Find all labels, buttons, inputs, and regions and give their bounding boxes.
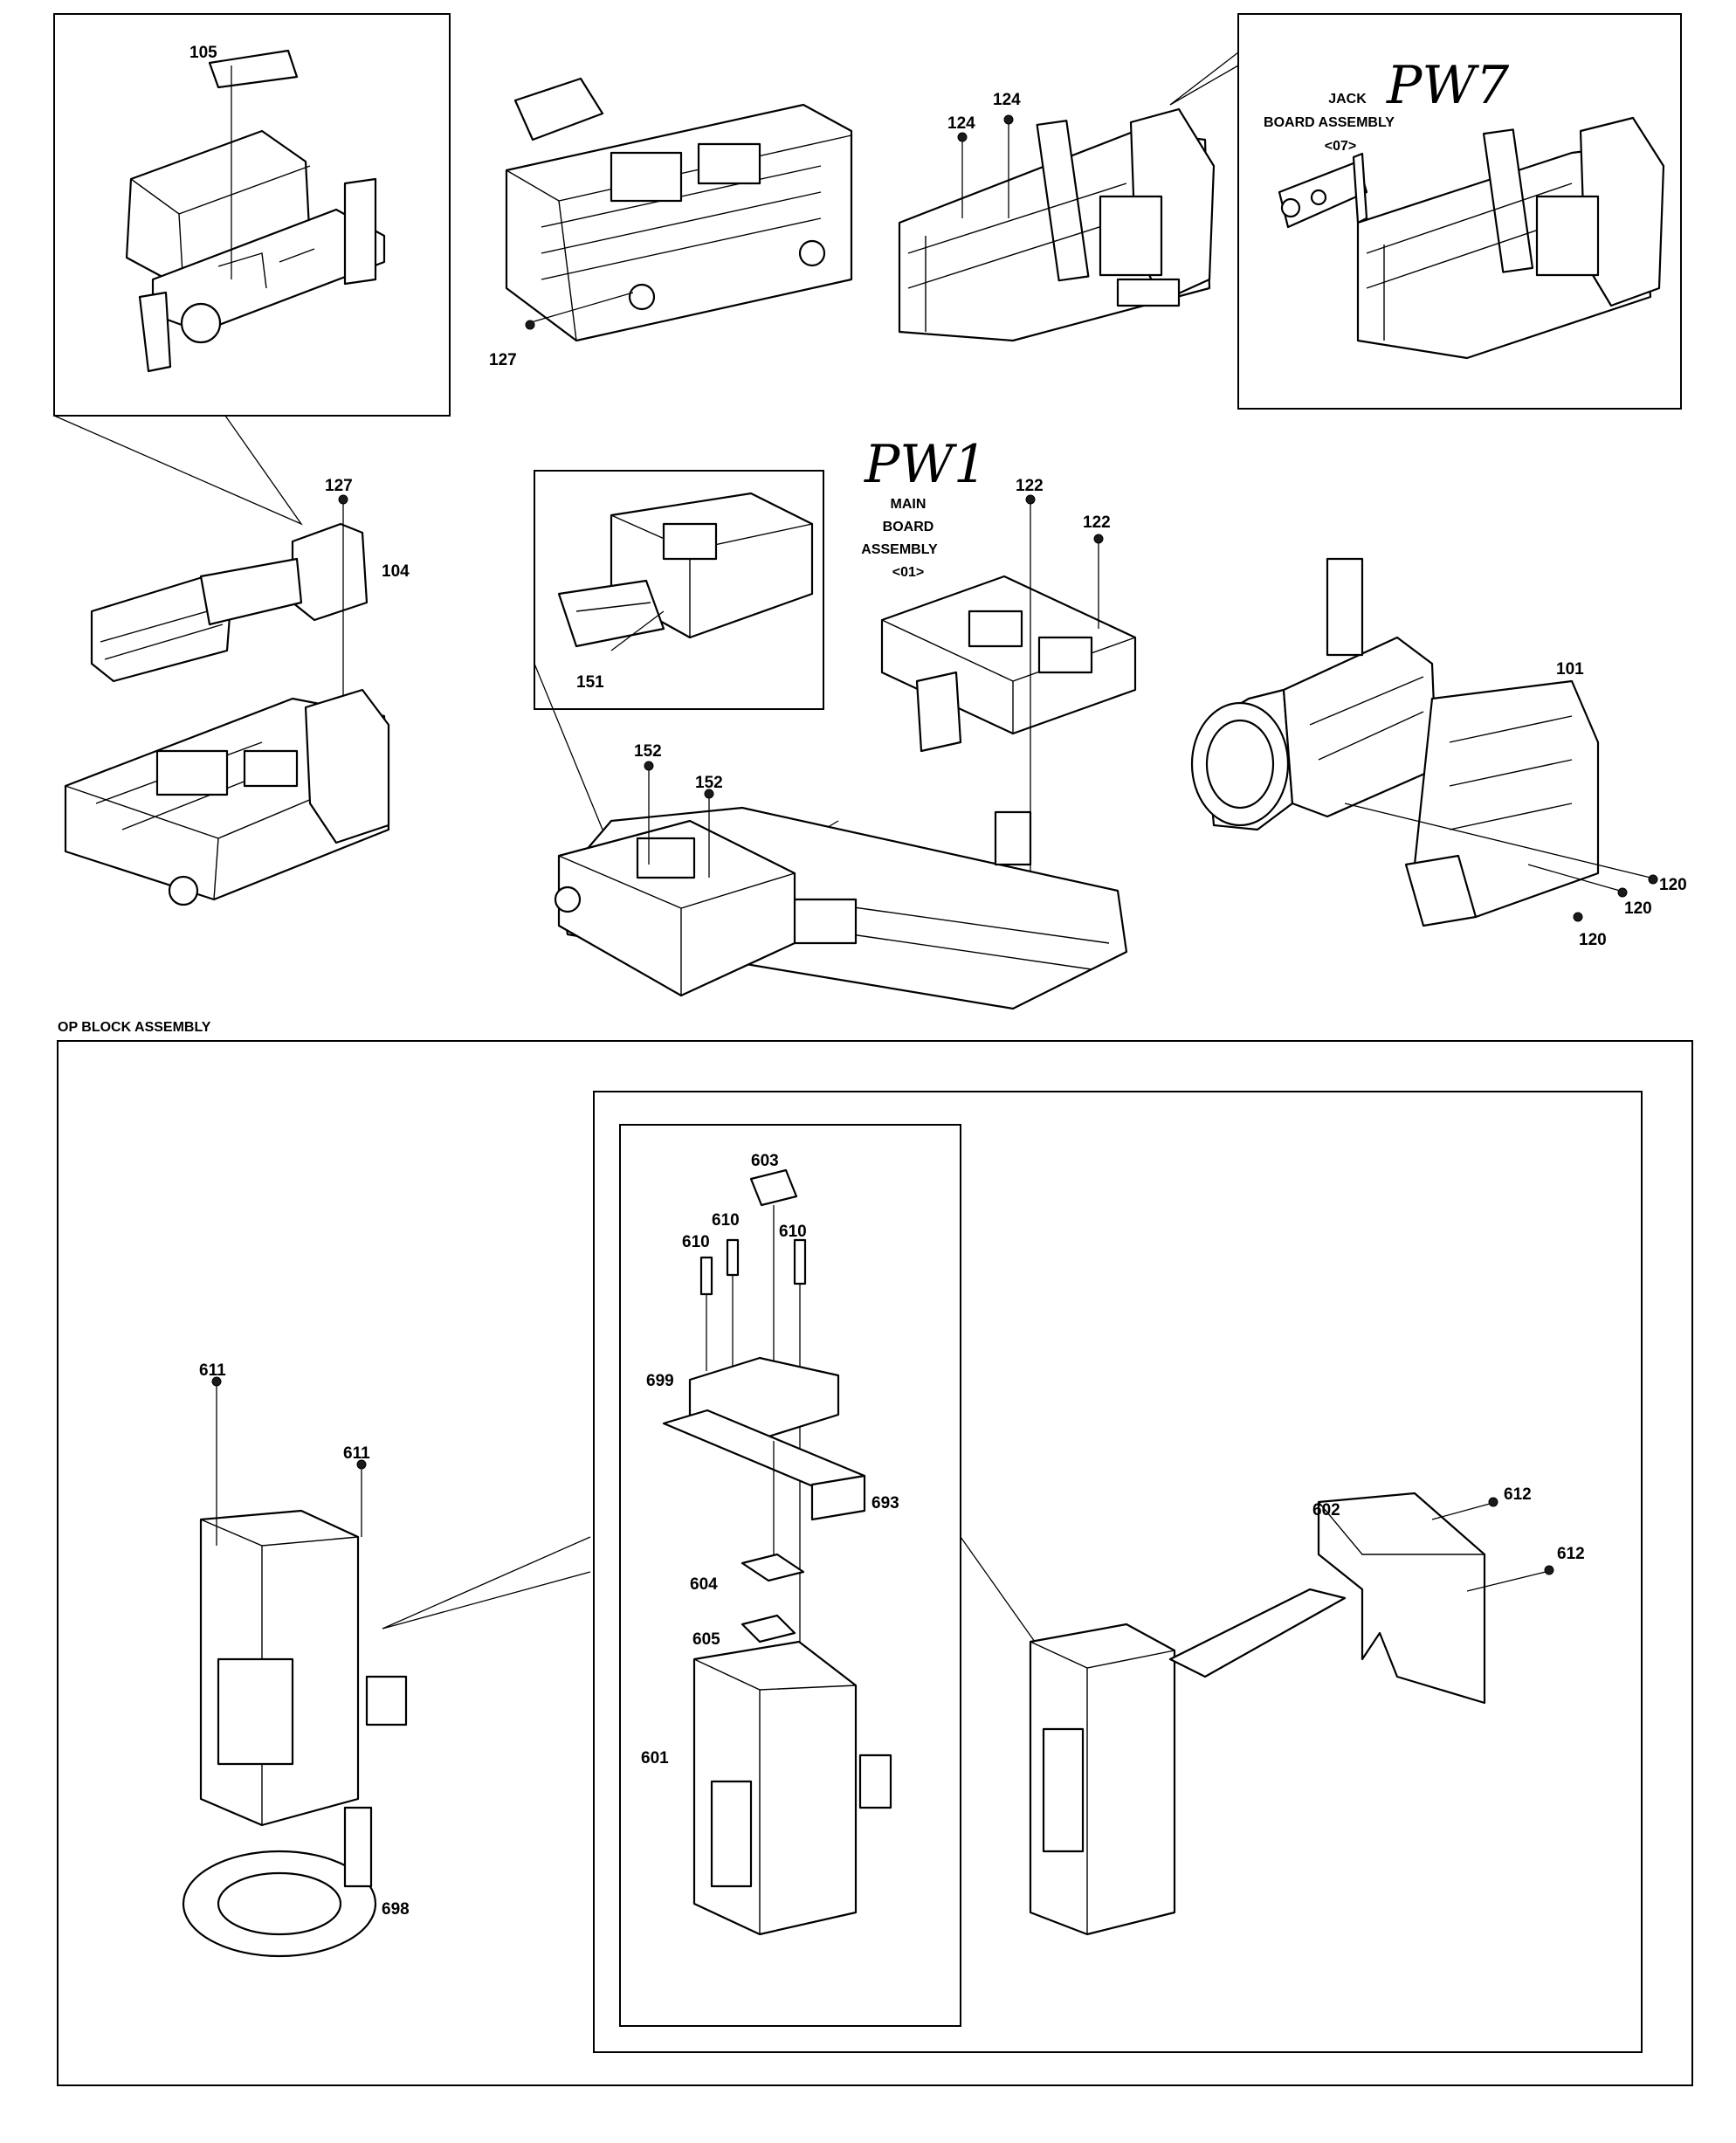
- label-610-left: 610: [682, 1233, 710, 1251]
- label-120-a: 120: [1659, 876, 1687, 894]
- label-698: 698: [382, 1900, 410, 1919]
- main-caption-2: BOARD: [883, 520, 934, 534]
- label-101: 101: [1556, 660, 1584, 679]
- handwritten-annotations: PW7 PW1: [864, 55, 1510, 495]
- label-602: 602: [1312, 1501, 1340, 1519]
- label-693: 693: [871, 1494, 899, 1513]
- viewfinder-assembly-drawing: [125, 49, 386, 373]
- sub-board-drawing: [554, 761, 796, 997]
- op-block-inner-frame: [593, 1091, 1643, 2053]
- label-610-right: 610: [779, 1223, 807, 1241]
- op-block-left-drawing: [182, 1376, 408, 1958]
- label-152-left: 152: [634, 742, 662, 761]
- op-block-outer-frame: [57, 1040, 1693, 2086]
- camera-body-drawing-3: [64, 494, 390, 906]
- lens-assembly-drawing: [1190, 557, 1658, 927]
- ccd-callout-left: [382, 1536, 591, 1630]
- camera-body-drawing-2: [898, 107, 1216, 342]
- label-124-left: 124: [947, 114, 975, 133]
- label-120-c: 120: [1579, 931, 1607, 949]
- jack-board-detail-drawing: [1278, 116, 1665, 360]
- ccd-callout-right: [960, 1536, 1036, 1643]
- jack-caption-2: BOARD ASSEMBLY: [1264, 115, 1395, 130]
- camera-body-drawing-1: [505, 77, 853, 342]
- main-board-inner-drawing: [557, 492, 814, 651]
- label-611-right: 611: [343, 1444, 370, 1463]
- label-122-right: 122: [1083, 513, 1111, 532]
- label-127-mid: 127: [325, 477, 353, 495]
- main-caption-3: ASSEMBLY: [861, 542, 938, 557]
- label-152-right: 152: [695, 774, 723, 792]
- handwritten-pw7: PW7: [1386, 55, 1510, 116]
- main-caption-1: MAIN: [891, 497, 927, 512]
- main-caption-4: <01>: [892, 565, 924, 580]
- label-151: 151: [576, 673, 604, 692]
- part-number-labels: 105 127 124 124 127 104 122 122 151 152 …: [189, 44, 1687, 1919]
- jack-caption-3: <07>: [1325, 139, 1356, 154]
- ccd-detail-frame: [619, 1124, 961, 2027]
- ccd-stack-drawing: [662, 1168, 892, 1936]
- label-611-left: 611: [199, 1361, 226, 1380]
- label-105: 105: [189, 44, 217, 62]
- label-603: 603: [751, 1152, 779, 1170]
- label-104: 104: [382, 562, 410, 581]
- jack-board-detail-frame: [1237, 13, 1682, 410]
- assembly-captions: JACK BOARD ASSEMBLY <07> MAIN BOARD ASSE…: [58, 92, 1395, 1035]
- label-127-top: 127: [489, 351, 517, 369]
- label-699: 699: [646, 1372, 674, 1390]
- op-block-caption: OP BLOCK ASSEMBLY: [58, 1020, 211, 1035]
- label-601: 601: [641, 1749, 669, 1767]
- main-board-callout-line: [534, 663, 603, 830]
- label-612-top: 612: [1504, 1485, 1532, 1504]
- label-604: 604: [690, 1575, 718, 1594]
- main-board-drawing: [880, 494, 1137, 952]
- label-605: 605: [692, 1630, 720, 1649]
- main-board-detail-frame: [534, 470, 824, 710]
- label-122-left: 122: [1016, 477, 1044, 495]
- jack-callout-lines: [1169, 52, 1239, 106]
- label-124-right: 124: [993, 91, 1021, 109]
- handwritten-pw1: PW1: [864, 434, 987, 495]
- jack-caption-1: JACK: [1328, 92, 1367, 107]
- finder-callout-lines: [53, 415, 303, 526]
- label-120-b: 120: [1624, 899, 1652, 918]
- finder-detail-frame: [53, 13, 451, 417]
- label-612-bottom: 612: [1557, 1545, 1585, 1563]
- label-610-mid: 610: [712, 1211, 740, 1230]
- op-block-right-drawing: [1029, 1492, 1554, 1936]
